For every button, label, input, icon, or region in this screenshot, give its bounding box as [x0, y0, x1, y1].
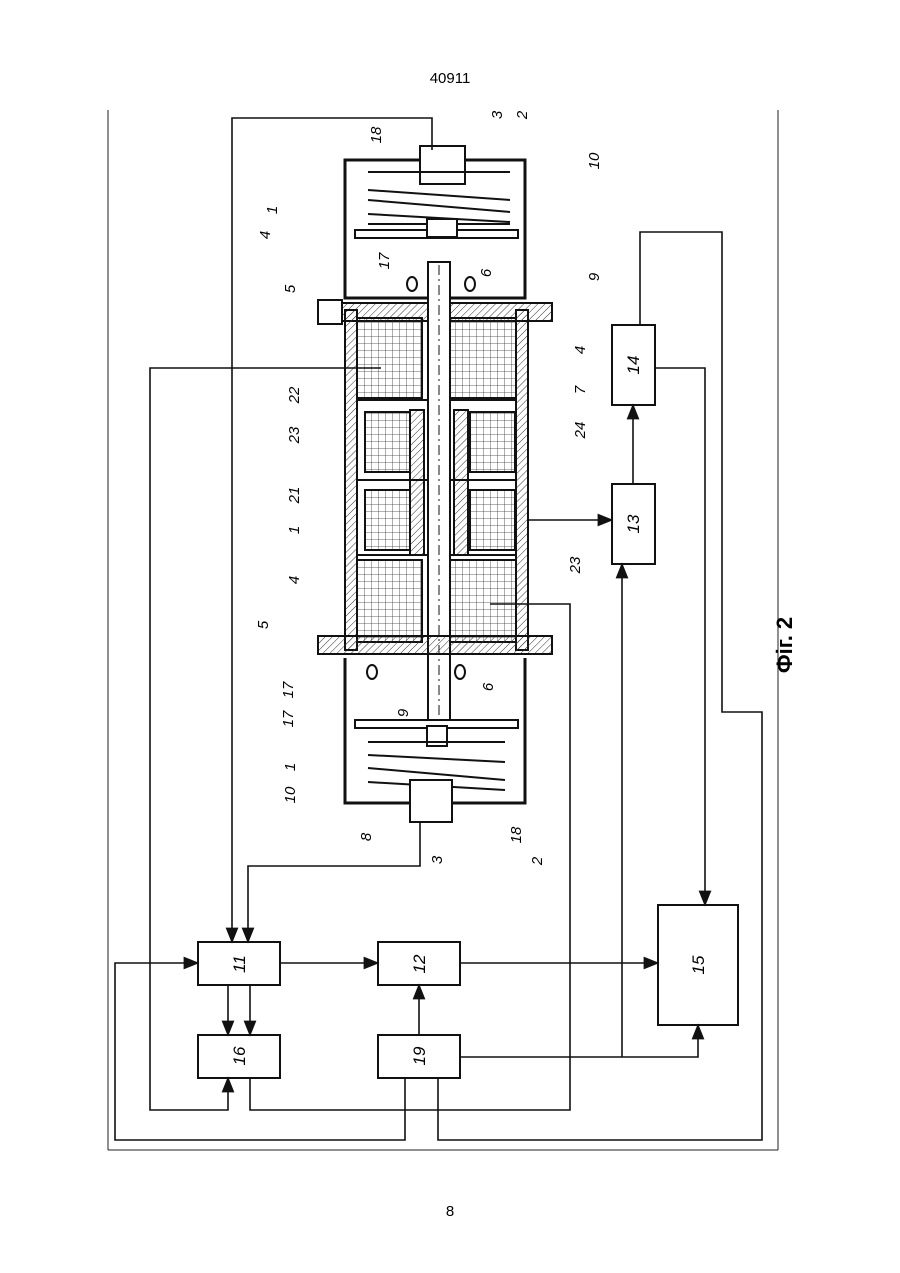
figure-caption: Фіг. 2 — [772, 600, 802, 690]
callout-17-top: 17 — [376, 252, 393, 269]
block-19-label: 19 — [410, 1046, 429, 1065]
callout-7: 7 — [572, 385, 589, 394]
top-magnet-ns — [427, 219, 457, 237]
callout-18-top: 18 — [368, 126, 385, 143]
bottom-port-3 — [410, 780, 452, 822]
coil-22-right — [470, 412, 515, 472]
winding-4-bottom-left — [357, 560, 422, 642]
callout-10-bottom: 10 — [282, 786, 299, 803]
callout-9-top: 9 — [586, 272, 603, 281]
callout-6-bottom: 6 — [480, 682, 497, 691]
callout-23-left: 23 — [286, 426, 303, 444]
callout-17-b: 17 — [280, 710, 297, 727]
top-bolt — [318, 300, 342, 324]
sleeve-left — [410, 410, 424, 555]
vent-hole — [367, 665, 377, 679]
callout-22: 22 — [286, 386, 303, 404]
callout-8: 8 — [358, 832, 375, 841]
callout-1-top: 1 — [264, 206, 281, 214]
block-14-label: 14 — [624, 356, 643, 375]
callout-6-top: 6 — [478, 268, 495, 277]
vent-hole — [465, 277, 475, 291]
callout-10-top: 10 — [586, 152, 603, 169]
tube-right-wall — [516, 310, 528, 650]
callout-5-top: 5 — [282, 284, 299, 293]
bottom-flange — [318, 636, 552, 654]
callout-24: 24 — [572, 422, 589, 440]
coil-23-left — [365, 490, 410, 550]
callout-17-a: 17 — [280, 681, 297, 698]
block-16-label: 16 — [230, 1046, 249, 1065]
block-12-label: 12 — [410, 954, 429, 973]
winding-4-top-left — [357, 318, 422, 398]
winding-4-bottom-right — [450, 560, 516, 642]
vent-hole — [455, 665, 465, 679]
coil-23-right — [470, 490, 515, 550]
block-11-label: 11 — [230, 955, 249, 973]
callout-18-bottom: 18 — [508, 826, 525, 843]
callout-4-right: 4 — [572, 346, 589, 354]
block-13-label: 13 — [624, 514, 643, 533]
callout-2-bottom: 2 — [529, 856, 546, 866]
callout-1-mid: 1 — [286, 526, 303, 534]
top-port-3 — [420, 146, 465, 184]
callout-1-bottom: 1 — [282, 763, 299, 771]
callout-21: 21 — [286, 487, 303, 505]
callout-4-mid: 4 — [286, 576, 303, 584]
coil-22-left — [365, 412, 410, 472]
callout-4-top: 4 — [257, 231, 274, 239]
block-15-label: 15 — [689, 955, 708, 974]
callout-23-right: 23 — [567, 556, 584, 574]
tube-left-wall — [345, 310, 357, 650]
vent-hole — [407, 277, 417, 291]
callout-2-top: 2 — [514, 110, 531, 120]
callout-9-bottom: 9 — [395, 708, 412, 717]
page-number: 8 — [0, 1203, 900, 1220]
device-assembly — [318, 146, 552, 822]
callout-3-bottom: 3 — [429, 855, 446, 864]
callout-3-top: 3 — [489, 110, 506, 119]
sleeve-right — [454, 410, 468, 555]
winding-4-top-right — [450, 318, 516, 398]
callout-5-bottom: 5 — [255, 620, 272, 629]
